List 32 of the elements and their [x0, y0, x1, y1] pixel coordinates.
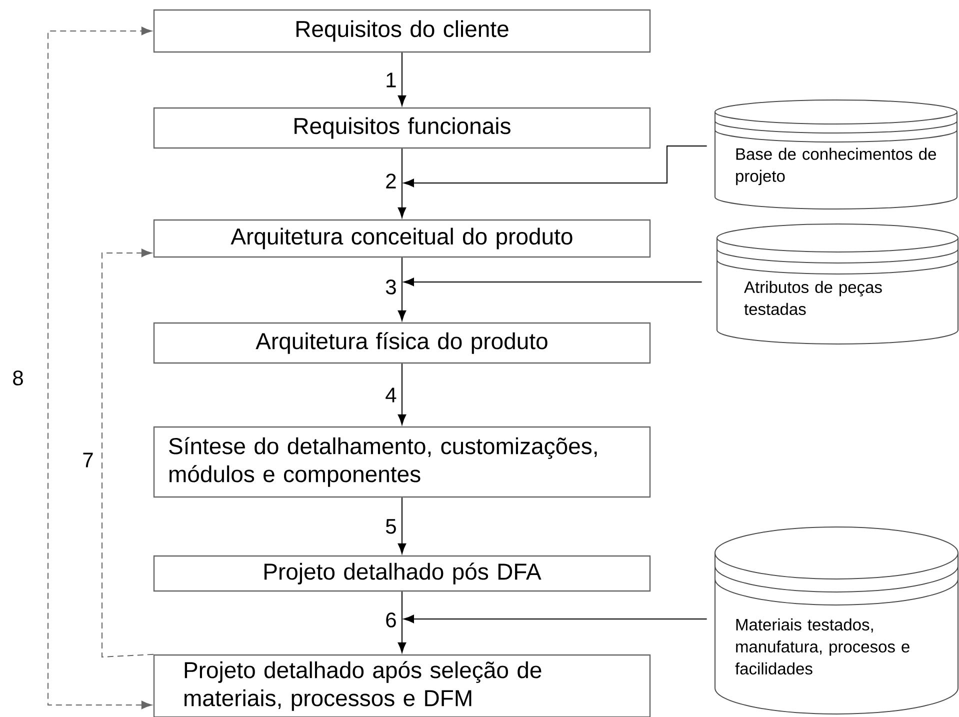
- database-cylinder: Atributos de peças testadas: [716, 224, 958, 344]
- edge-label: 5: [386, 519, 396, 534]
- edge-label: 7: [83, 452, 93, 468]
- edge-label: 2: [386, 174, 396, 188]
- arrow: [398, 148, 406, 218]
- process-box: Projeto detalhado pós DFA: [153, 555, 651, 592]
- database-cylinder: Materiais testados, manufatura, procesos e facilidades: [714, 526, 958, 714]
- process-box: Arquitetura física do produto: [153, 322, 651, 364]
- edge-label: 1: [386, 72, 396, 88]
- process-box: Requisitos funcionais: [153, 107, 651, 149]
- arrow: [404, 278, 702, 286]
- arrow: [404, 614, 708, 624]
- process-box: Requisitos do cliente: [153, 9, 651, 53]
- arrow: [398, 52, 406, 106]
- node-label: Base de conhecimentos de projeto: [736, 148, 936, 186]
- node-label: Atributos de peças testadas: [744, 280, 882, 316]
- arrow: [398, 497, 406, 554]
- database-cylinder: Base de conhecimentos de projeto: [714, 100, 958, 210]
- edge-label: 6: [386, 612, 396, 628]
- arrow: [398, 257, 406, 321]
- feedback-arrow: [102, 248, 154, 658]
- arrow: [398, 363, 406, 425]
- process-box: Arquitetura conceitual do produto: [153, 219, 651, 258]
- feedback-arrow: [48, 26, 152, 710]
- arrow: [404, 146, 708, 188]
- edge-label: 4: [386, 388, 396, 402]
- process-box: Síntese do detalhamento, customizações, módulos e componentes: [153, 426, 651, 498]
- arrow: [398, 591, 406, 653]
- node-label: Materiais testados, manufatura, procesos e facilidades: [735, 618, 910, 675]
- process-box: Projeto detalhado após seleção de materiais, processos e DFM: [153, 654, 651, 717]
- edge-label: 3: [386, 280, 396, 294]
- edge-label: 8: [13, 370, 23, 386]
